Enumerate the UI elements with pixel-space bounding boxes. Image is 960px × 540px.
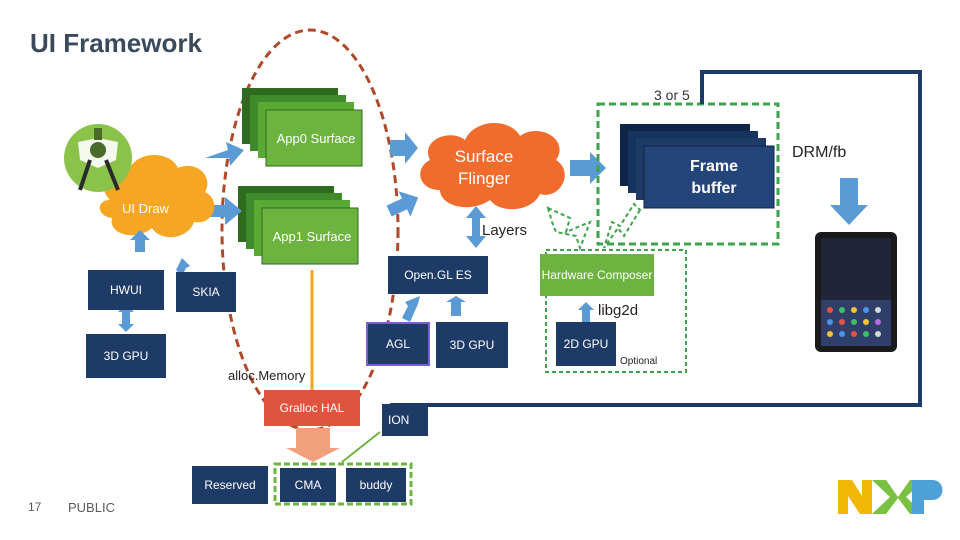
buddy-box: buddy — [346, 468, 406, 502]
surface-flinger-cloud — [420, 122, 565, 210]
frame-buffer-stack — [620, 124, 775, 209]
loop-line — [700, 70, 922, 407]
arrow-app1-to-flinger — [386, 191, 419, 217]
nxp-logo — [838, 480, 943, 514]
app0-surface-stack — [242, 88, 363, 167]
optional-label: Optional — [620, 356, 658, 367]
drm-label: DRM/fb — [792, 144, 847, 161]
gpu3d-mid-box: 3D GPU — [436, 322, 508, 368]
classification-label: PUBLIC — [68, 500, 115, 515]
ion-connector — [341, 431, 381, 463]
libg2d-label: libg2d — [598, 302, 639, 319]
gralloc-box: Gralloc HAL — [264, 390, 360, 426]
skia-box: SKIA — [176, 272, 236, 312]
fb-dashed-outline — [596, 102, 780, 246]
buffers-count-label: 3 or 5 — [654, 87, 690, 103]
arrow-flinger-to-fb — [570, 152, 606, 184]
arrow-app0-to-flinger — [390, 132, 418, 164]
slide-title: UI Framework — [30, 28, 202, 58]
opengl-box: Open.GL ES — [388, 256, 488, 294]
ui-draw-label: UI Draw — [122, 201, 169, 216]
alloc-memory-label: alloc.Memory — [228, 368, 306, 383]
arrow-opengl-agl — [402, 296, 420, 322]
arrow-skia-cloud — [176, 258, 190, 276]
arrow-hwui-cloud — [130, 230, 150, 252]
layers-label: Layers — [482, 222, 528, 239]
cma-box: CMA — [280, 468, 336, 502]
drm-down-arrow — [830, 178, 868, 225]
hwc-dashed-arrow — [546, 206, 592, 251]
app1-surface-label: App1 Surface — [272, 228, 352, 244]
agl-box: AGL — [366, 322, 430, 366]
reserved-box: Reserved — [192, 466, 268, 504]
arrow-cloud-to-app1 — [205, 197, 242, 225]
app0-surface-label: App0 Surface — [276, 130, 356, 146]
ion-box: ION — [382, 404, 428, 436]
frame-buffer-label: Frame buffer — [689, 158, 739, 197]
gpu3d-left-box: 3D GPU — [86, 334, 166, 378]
layers-double-arrow — [466, 206, 486, 248]
surface-flinger-label: Surface Flinger — [454, 147, 514, 188]
memory-dashed-box — [273, 462, 413, 506]
arrow-opengl-gpu — [446, 296, 466, 316]
page-number: 17 — [28, 500, 42, 514]
hwui-box: HWUI — [88, 270, 164, 310]
arrow-gralloc-down — [286, 428, 340, 462]
arrow-cloud-to-app0 — [205, 142, 244, 166]
gpu2d-box: 2D GPU — [556, 322, 616, 366]
fb-to-hwc-dashed-arrow — [603, 202, 642, 249]
hwc-dashed-box — [545, 249, 687, 373]
app1-surface-stack — [238, 186, 359, 265]
arrow-hwui-gpu — [118, 304, 134, 332]
hwc-box: Hardware Composer — [540, 254, 654, 296]
android-studio-icon — [64, 124, 132, 192]
tablet-icon — [815, 232, 897, 352]
ui-draw-cloud — [99, 154, 215, 238]
